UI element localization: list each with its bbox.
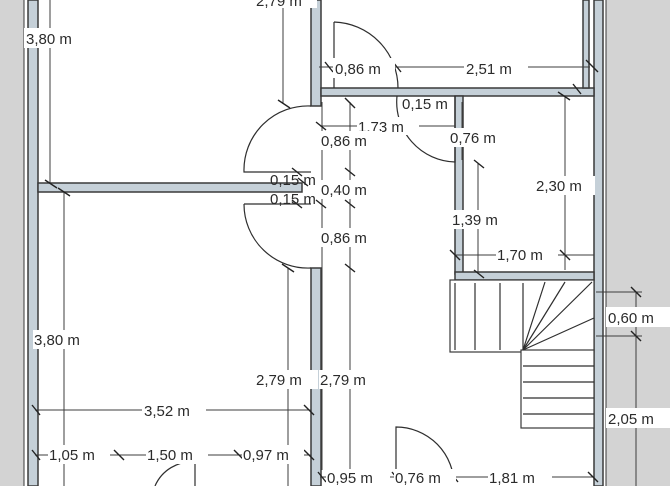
door-swing-left-lower [243, 203, 312, 269]
staircase [449, 279, 595, 429]
dim-label-door-076-right: 0,76 m [450, 130, 496, 147]
tick-mark [44, 179, 58, 189]
stair-flight-lower [520, 349, 595, 429]
tick-mark [473, 159, 485, 169]
tick-mark [449, 249, 461, 261]
stair-winder [522, 317, 595, 351]
dimension-labels: 3,80 m 2,79 m 0,86 m 2,51 m 0,15 m 1,73 … [24, 0, 670, 486]
tick-mark [57, 187, 71, 197]
dim-label-span-139: 1,39 m [452, 212, 498, 229]
dim-label-span-279-right: 2,79 m [320, 372, 366, 389]
wall-small-vertical [582, 0, 590, 89]
tick-mark [344, 263, 356, 273]
tick-mark [281, 263, 295, 273]
tick-mark [297, 177, 309, 187]
dim-label-door-mid-lower: 0,86 m [321, 230, 367, 247]
tick-mark [344, 97, 356, 109]
stair-flight-upper [449, 279, 595, 353]
dim-label-stair-offset: 0,60 m [608, 310, 654, 327]
tick-mark [572, 83, 582, 95]
dim-label-door-mid-upper: 0,86 m [321, 133, 367, 150]
dim-label-closet-height: 2,30 m [536, 178, 582, 195]
stair-winder [522, 281, 566, 351]
dim-label-top-cut: 2,79 m [256, 0, 302, 10]
dim-label-small-015-c: 0,15 m [270, 191, 316, 208]
tick-mark [344, 199, 356, 209]
tick-mark [557, 91, 571, 101]
wall-closet-bottom [454, 271, 595, 281]
wall-center-upper [310, 0, 322, 107]
tick-mark [31, 404, 41, 416]
tick-mark [315, 121, 327, 131]
dim-label-bottom-105: 1,05 m [49, 447, 95, 464]
tick-mark [344, 167, 356, 177]
tick-mark [303, 449, 315, 461]
tick-mark [473, 269, 485, 279]
dim-label-bottom-095: 0,95 m [327, 470, 373, 486]
tick-mark [585, 59, 599, 73]
tick-mark [31, 449, 41, 461]
dim-label-span-040: 0,40 m [321, 182, 367, 199]
tick-mark [315, 199, 327, 209]
dim-label-left-room-bottom: 3,80 m [34, 332, 80, 349]
dim-label-stair-height: 2,05 m [608, 411, 654, 428]
tick-mark [277, 99, 291, 109]
stair-winder [522, 281, 546, 351]
dim-label-small-015-b: 0,15 m [270, 172, 316, 189]
dim-label-small-015-a: 0,15 m [402, 96, 448, 113]
outer-wall-left [27, 0, 39, 486]
tick-mark [317, 471, 327, 483]
dim-label-bottom-181: 1,81 m [489, 470, 535, 486]
tick-mark [324, 61, 334, 73]
door-swing-bottom-left [154, 461, 196, 486]
dim-label-bottom-097: 0,97 m [243, 447, 289, 464]
door-swing-right-upper [396, 95, 456, 163]
door-swing-top [333, 21, 399, 89]
dim-label-door-top: 0,86 m [335, 61, 381, 78]
door-swing-left-upper [243, 105, 312, 173]
dim-label-span-top: 2,51 m [466, 61, 512, 78]
tick-mark [113, 449, 125, 461]
tick-mark [559, 249, 571, 261]
dim-label-bottom-076: 0,76 m [395, 470, 441, 486]
wall-top-horizontal [320, 87, 595, 97]
tick-mark [291, 167, 303, 177]
stair-winder [522, 281, 593, 351]
left-margin [0, 0, 24, 486]
dimension-ticks [31, 59, 642, 483]
dim-label-bottom-150: 1,50 m [147, 447, 193, 464]
dim-label-room-width: 3,52 m [144, 403, 190, 420]
tick-mark [630, 330, 642, 342]
right-margin [606, 0, 670, 486]
outer-wall-right [593, 0, 604, 486]
dim-label-span-170: 1,70 m [497, 247, 543, 264]
wall-left-horizontal [37, 182, 303, 193]
tick-mark [630, 286, 642, 298]
dim-label-left-room-top: 3,80 m [26, 31, 72, 48]
tick-mark [291, 199, 303, 209]
dim-label-span-279-left: 2,79 m [256, 372, 302, 389]
tick-mark [303, 404, 315, 416]
tick-mark [587, 471, 599, 483]
